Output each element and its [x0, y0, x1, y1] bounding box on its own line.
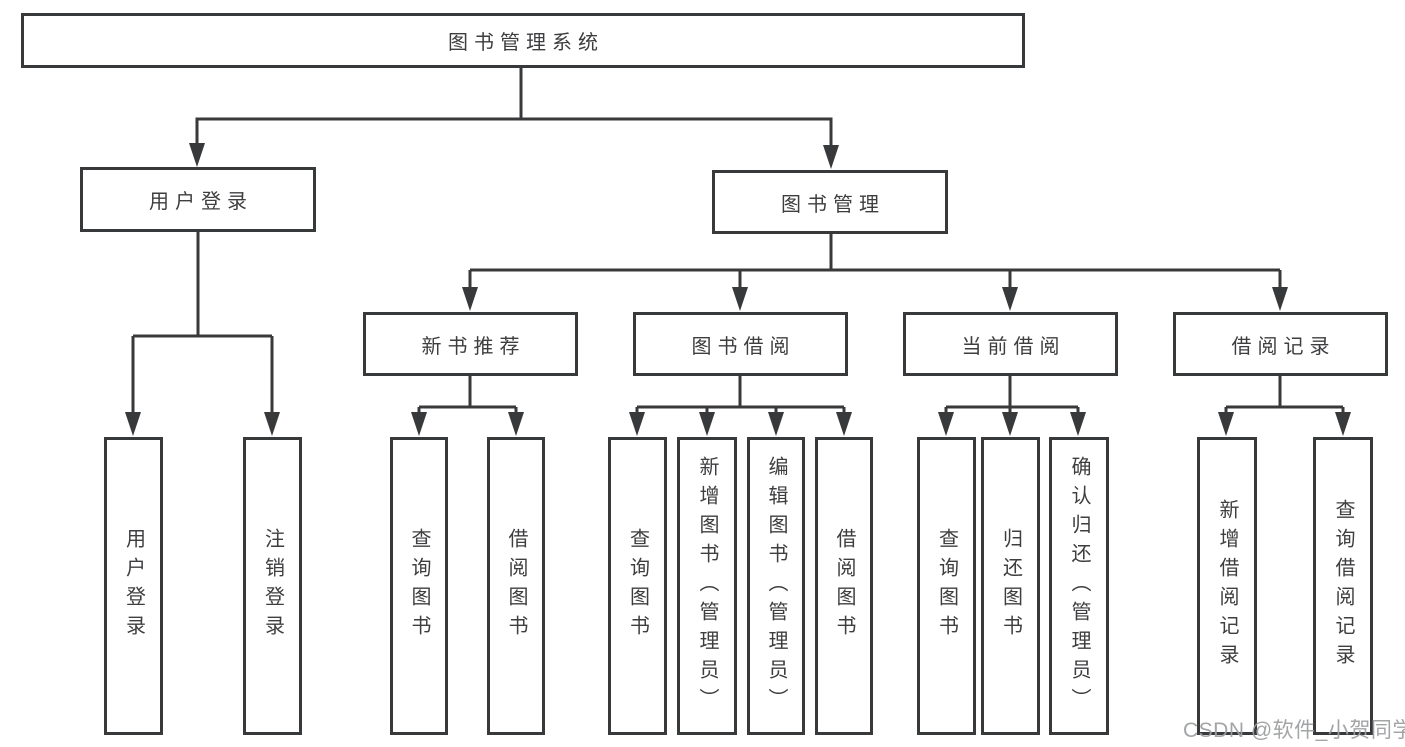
leaf-borrowing-add-admin: 新增图书（管理员） [677, 437, 737, 735]
leaf-borrowing-query: 查询图书 [608, 437, 667, 735]
node-label: 用户登录 [149, 191, 253, 213]
node-label: 注销登录 [261, 528, 284, 644]
node-label: 图书管理 [781, 193, 885, 216]
node-current-borrowing: 当前借阅 [903, 312, 1118, 376]
leaf-records-query: 查询借阅记录 [1313, 437, 1373, 735]
node-borrowing-records: 借阅记录 [1173, 312, 1388, 376]
leaf-current-return: 归还图书 [981, 437, 1040, 735]
node-label: 借阅图书 [833, 528, 855, 644]
node-label: 图书管理系统 [448, 32, 604, 54]
node-label: 查询借阅记录 [1332, 499, 1354, 673]
node-label: 图书借阅 [691, 335, 796, 358]
leaf-newbooks-query: 查询图书 [390, 437, 448, 735]
leaf-logout: 注销登录 [243, 437, 302, 735]
node-label: 查询图书 [626, 528, 649, 644]
node-label: 新增借阅记录 [1216, 499, 1238, 673]
node-label: 归还图书 [999, 528, 1022, 644]
node-label: 新增图书（管理员） [696, 455, 718, 717]
node-book-borrowing: 图书借阅 [633, 312, 848, 376]
leaf-user-login: 用户登录 [104, 437, 163, 735]
node-label: 用户登录 [122, 528, 145, 644]
node-label: 新书推荐 [421, 335, 526, 358]
node-label: 确认归还（管理员） [1068, 455, 1090, 717]
node-book-management: 图书管理 [712, 170, 948, 234]
node-label: 借阅图书 [505, 528, 527, 644]
leaf-records-add: 新增借阅记录 [1197, 437, 1257, 735]
leaf-newbooks-borrow: 借阅图书 [487, 437, 545, 735]
node-label: 借阅记录 [1231, 335, 1336, 358]
node-label: 编辑图书（管理员） [765, 455, 787, 717]
node-root-system: 图书管理系统 [21, 13, 1025, 68]
leaf-current-query: 查询图书 [917, 437, 976, 735]
node-label: 查询图书 [408, 528, 430, 644]
leaf-borrowing-edit-admin: 编辑图书（管理员） [747, 437, 805, 735]
node-user-login: 用户登录 [80, 167, 316, 232]
node-label: 查询图书 [935, 528, 958, 644]
node-new-book-recommend: 新书推荐 [363, 312, 578, 376]
csdn-watermark: CSDN @软件_小贺同学 [1183, 719, 1405, 742]
node-label: 当前借阅 [961, 335, 1066, 358]
leaf-borrowing-borrow: 借阅图书 [815, 437, 873, 735]
leaf-current-confirm-admin: 确认归还（管理员） [1049, 437, 1109, 735]
